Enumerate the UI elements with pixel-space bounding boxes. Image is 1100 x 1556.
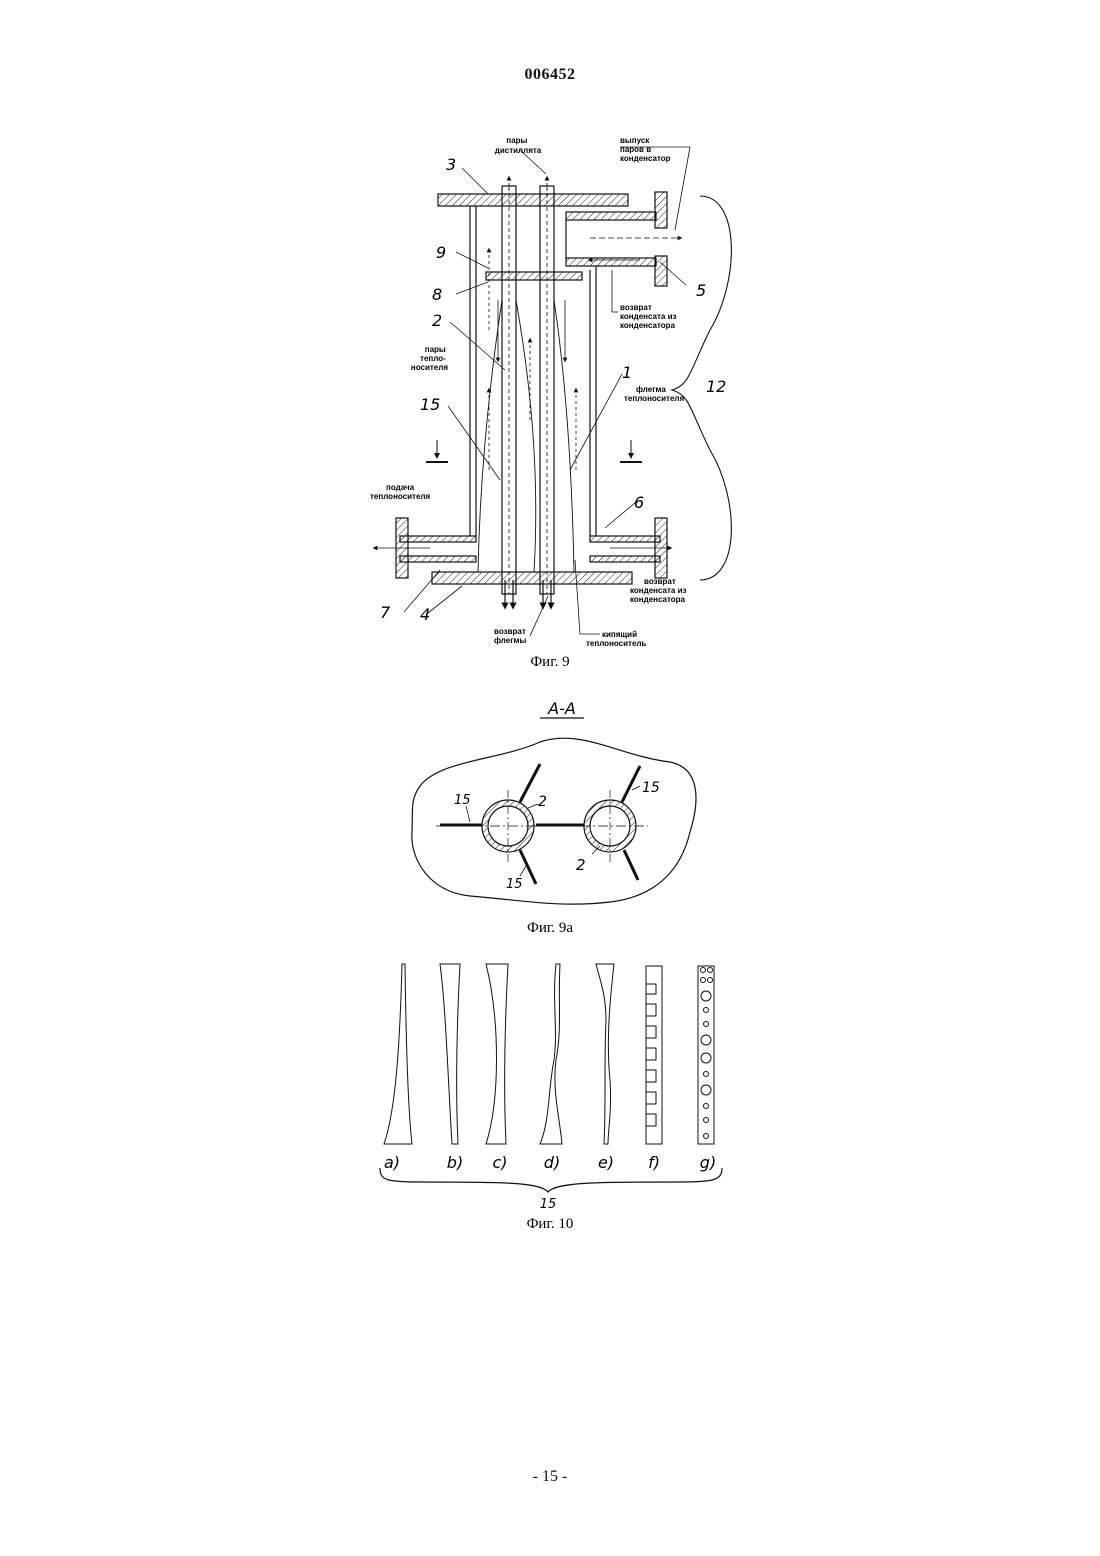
fig10-variant-c: c) [492,1153,507,1172]
fig10-variant-a: a) [384,1153,400,1172]
fig10-variant-b: b) [447,1153,463,1172]
fig9-num-1: 1 [622,363,632,382]
fig9-label-distillate-vapors: пары дистиллята [495,136,542,155]
section-title: A-A [547,699,576,718]
fig9-num-9: 9 [436,243,446,262]
fig10-variant-g: g) [700,1153,716,1172]
bottom-flange [432,572,632,584]
fig9a-label-2-right: 2 [576,856,586,874]
fig9-label-vapor-outlet: выпуск паров в конденсатор [620,136,671,163]
fig10-variant-e: e) [598,1153,614,1172]
fig9-label-condensate-return-top: возврат конденсата из конденсатора [620,303,679,330]
fig9a-caption: Фиг. 9а [527,920,573,936]
fig9-num-5: 5 [696,281,706,300]
fig9-num-8: 8 [432,285,442,304]
fig9-label-reflux-return: возврат флегмы [494,627,528,645]
fig9-num-3: 3 [446,155,456,174]
fig10-variant-f: f) [648,1153,660,1172]
fig9-num-12: 12 [706,377,726,396]
fig9-label-heat-carrier-reflux: флегма теплоносителя [624,385,684,403]
fig9-drawing [375,147,731,613]
page-footer: - 15 - [0,1468,1100,1486]
fig9a-label-15-bottom: 15 [506,877,523,892]
fig9-label-heat-carrier-vapors: пары тепло- носителя [411,345,448,372]
top-flange [438,194,628,206]
fig9a-label-15-left: 15 [454,793,471,808]
fig10-caption: Фиг. 10 [527,1216,574,1232]
fig9a-label-2-left: 2 [538,794,547,810]
fig9-num-6: 6 [634,493,644,512]
fig9-num-4: 4 [420,605,430,624]
fig9a-label-15-right: 15 [642,780,660,796]
fig10-brace-label: 15 [540,1197,557,1212]
fig9-label-boiling-heat-carrier: кипящий теплоноситель [586,630,646,648]
fig10-variant-d: d) [544,1153,560,1172]
fig9-label-condensate-return-bottom: возврат конденсата из конденсатора [630,577,689,604]
fig9-label-heat-carrier-supply: подача теплоносителя [370,483,430,501]
fig9-num-15: 15 [420,395,440,414]
fig9-num-7: 7 [380,603,391,622]
section-outline [412,738,696,904]
fig9a-drawing [412,738,696,904]
fig9-caption: Фиг. 9 [530,654,569,670]
fig9-num-2: 2 [432,311,442,330]
